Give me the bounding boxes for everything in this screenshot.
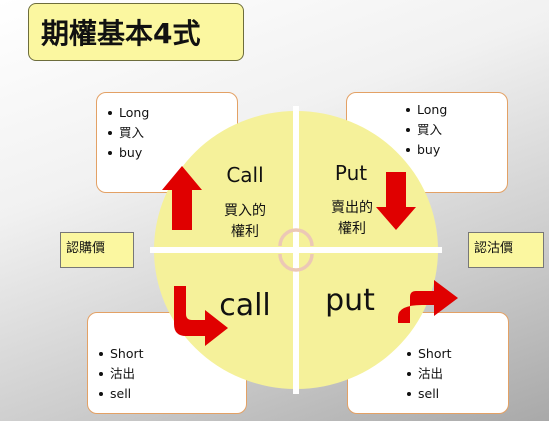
- list-item: Short: [404, 344, 508, 364]
- list-item: buy: [403, 140, 507, 160]
- put-line1: 賣出的: [331, 200, 373, 216]
- arrow-up-icon: [162, 166, 202, 230]
- list-item: 買入: [403, 120, 507, 140]
- put-strike-label: 認沽價: [468, 232, 544, 268]
- list-item: buy: [105, 143, 237, 163]
- list-item: 沽出: [404, 364, 508, 384]
- short-call-label: call: [219, 288, 271, 323]
- arrow-down-right-icon: [174, 286, 228, 346]
- list-item: Long: [105, 103, 237, 123]
- call-line1: 買入的: [224, 203, 266, 219]
- call-strike-label: 認購價: [60, 232, 134, 268]
- quadrant-bottom-left: [154, 250, 296, 389]
- arrow-down-icon: [376, 172, 416, 230]
- call-line2: 權利: [231, 224, 259, 240]
- arrow-up-right-icon: [398, 280, 458, 323]
- list-item: sell: [404, 384, 508, 404]
- list-item: 買入: [105, 123, 237, 143]
- cycle-icon: [278, 228, 314, 272]
- page-title: 期權基本4式: [28, 3, 244, 61]
- put-heading: Put: [335, 161, 367, 185]
- list-item: Long: [403, 100, 507, 120]
- list-item: Short: [96, 344, 246, 364]
- list-item: 沽出: [96, 364, 246, 384]
- call-heading: Call: [226, 163, 263, 187]
- list-item: sell: [96, 384, 246, 404]
- short-put-label: put: [325, 283, 375, 318]
- put-line2: 權利: [338, 221, 366, 237]
- quadrant-bottom-right: [296, 250, 438, 389]
